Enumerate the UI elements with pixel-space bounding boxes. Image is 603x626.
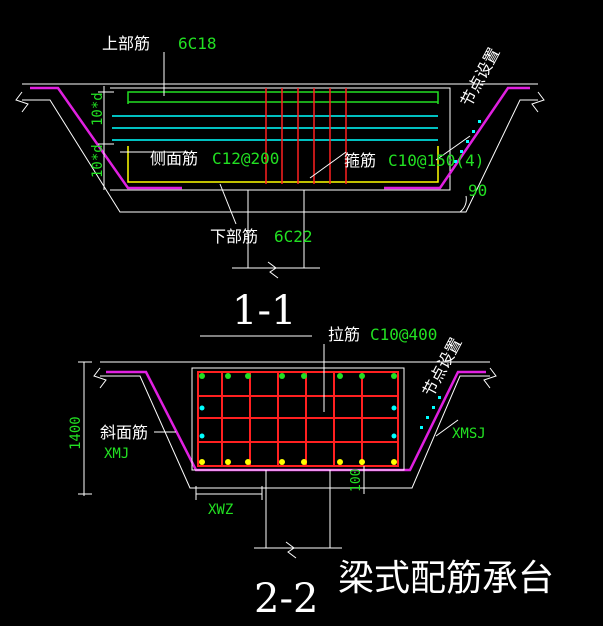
section-2-2: 拉筋 C10@400 斜面筋 XMJ 节点设置 XMSJ XWZ 1400 10… xyxy=(68,325,554,622)
drawing-title: 梁式配筋承台 xyxy=(338,558,554,599)
break-mark-right-1 xyxy=(531,91,545,113)
angle-label-1: 90 xyxy=(468,181,487,200)
angle-arc-1 xyxy=(459,195,467,213)
dim-10d-a: 10*d xyxy=(90,92,106,126)
bottom-bar-label: 下部筋 xyxy=(210,227,258,246)
leader-node-1 xyxy=(435,135,471,161)
bottom-bar-spec: 6C22 xyxy=(274,227,313,246)
stirrup-spec: C10@150(4) xyxy=(388,151,484,170)
break-mark-left-1 xyxy=(15,91,29,113)
tie-bar-label: 拉筋 xyxy=(328,325,360,344)
slope-bar-left-1 xyxy=(30,86,182,190)
top-dots-2 xyxy=(199,373,397,379)
bottom-rebar-1 xyxy=(127,146,439,183)
height-dim-label: 1400 xyxy=(68,416,84,450)
slope-bar-right-1 xyxy=(384,86,530,190)
pile-2 xyxy=(265,470,331,549)
xwz-label: XWZ xyxy=(208,502,233,518)
pile-break-2 xyxy=(285,541,297,559)
leader-bottom-1 xyxy=(219,183,237,225)
break-mark-right-2 xyxy=(483,367,497,389)
top-bar-label: 上部筋 xyxy=(102,34,150,53)
break-mark-left-2 xyxy=(93,367,107,389)
stirrup-label: 箍筋 xyxy=(344,151,376,170)
slope-bar-spec: XMJ xyxy=(104,446,129,462)
top-rebar-1 xyxy=(127,91,439,104)
node-note-2: 节点设置 xyxy=(419,334,466,399)
pile-break-1 xyxy=(267,261,279,279)
cap-outline-2 xyxy=(191,367,405,471)
node-dots-1 xyxy=(454,120,481,163)
slope-bar-label: 斜面筋 xyxy=(100,423,148,442)
leader-stirrup-1 xyxy=(309,151,347,179)
leader-xmsj xyxy=(435,419,459,437)
pit-outline-2 xyxy=(100,375,490,489)
cap-outline-1 xyxy=(110,87,451,191)
bottom-dots-2 xyxy=(199,459,397,465)
side-dots-2 xyxy=(199,396,441,439)
top-bar-spec: 6C18 xyxy=(178,34,217,53)
cover-dim-label: 100 xyxy=(349,469,364,492)
node-note-1: 节点设置 xyxy=(457,44,504,109)
side-bar-label: 侧面筋 xyxy=(150,149,198,168)
section-title-2: 2-2 xyxy=(254,576,318,622)
rebar-cage-2 xyxy=(197,371,399,467)
section-title-1: 1-1 xyxy=(232,288,296,334)
dim-10d-b: 10*d xyxy=(90,144,106,178)
xmsj-label: XMSJ xyxy=(452,426,486,442)
side-bar-spec: C12@200 xyxy=(212,149,279,168)
stirrups-1 xyxy=(265,88,347,184)
pit-outline-1 xyxy=(22,99,538,213)
section-1-1: 上部筋 6C18 侧面筋 C12@200 箍筋 C10@150(4) 下部筋 6… xyxy=(15,34,545,337)
tie-bar-spec: C10@400 xyxy=(370,325,437,344)
